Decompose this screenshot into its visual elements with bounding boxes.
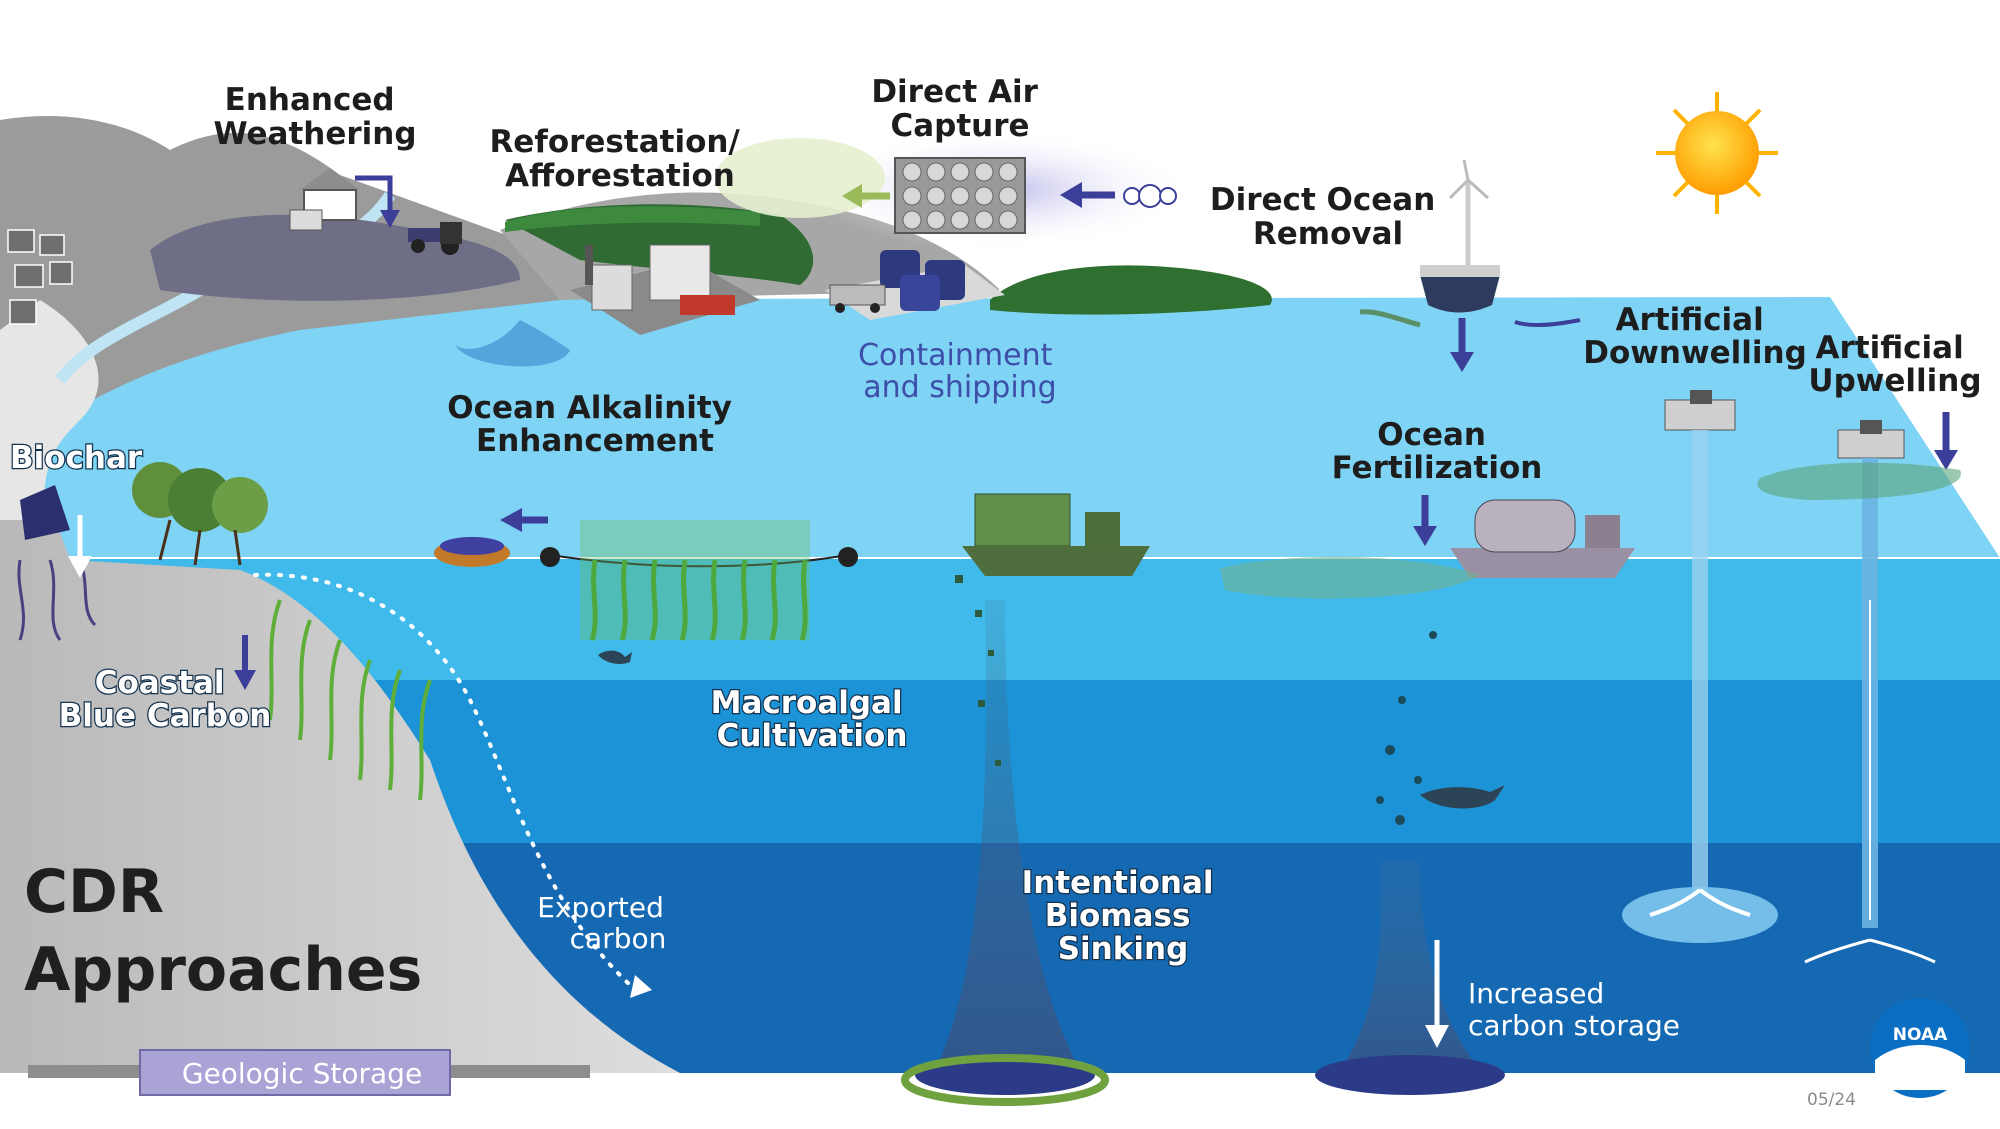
label-increased-storage: Increased carbon storage: [1468, 977, 1680, 1042]
biomass-seafloor-rim: [901, 1054, 1109, 1106]
label-artificial-downwelling: Artificial Downwelling: [1583, 302, 1807, 371]
seagrass-meadow: [268, 599, 432, 801]
label-ocean-alkalinity: Ocean Alkalinity Enhancement: [447, 390, 742, 459]
alkalinity-arrow-head: [500, 508, 522, 532]
label-artificial-upwelling: Artificial Upwelling: [1808, 330, 1981, 399]
label-enhanced-weathering: Enhanced Weathering: [213, 82, 416, 152]
biomass-sinking-plume: [935, 600, 1080, 1070]
dac-arrow-in-head: [1060, 182, 1082, 208]
biomass-seafloor-deposit: [915, 1055, 1095, 1095]
removal-intake-arrow: [1514, 318, 1581, 327]
label-biochar: Biochar: [10, 440, 143, 476]
dac-arrow-left-head: [842, 184, 862, 208]
dac-outflow: [715, 138, 885, 218]
geologic-storage-box: [139, 1049, 451, 1096]
noaa-logo: [1870, 998, 1970, 1098]
date-code: 05/24: [1807, 1090, 1856, 1110]
fertilization-patch: [1220, 556, 1480, 599]
removal-arrow-down-head: [1450, 352, 1474, 372]
label-reforestation: Reforestation/ Afforestation: [489, 124, 750, 194]
label-macroalgal: Macroalgal Cultivation: [711, 685, 914, 754]
coastal-arrow-head: [234, 670, 256, 690]
beach: [0, 300, 99, 520]
fertilization-seafloor-deposit: [1315, 1055, 1505, 1095]
storage-arrow-head: [1425, 1025, 1449, 1048]
weathering-arrow: [355, 175, 393, 215]
fertilization-arrow-head: [1413, 526, 1437, 546]
exported-carbon-arrowhead: [630, 975, 652, 998]
exported-carbon-path: [253, 572, 632, 987]
biomass-ship: [962, 493, 1150, 576]
fertilization-plume: [1340, 860, 1480, 1070]
macroalgae-farm: [540, 520, 858, 641]
removal-outflow-arrow: [1359, 309, 1421, 328]
sinking-particles: [955, 575, 1001, 766]
noaa-logo-text: NOAA: [1893, 1025, 1948, 1045]
seal-icon: [1420, 785, 1505, 809]
label-containment: Containment and shipping: [858, 338, 1062, 405]
containment-tanks: [825, 250, 1005, 320]
upwelling-device: [1804, 420, 1936, 964]
sun-icon: [1656, 92, 1778, 214]
label-ocean-fertilization: Ocean Fertilization: [1332, 417, 1543, 486]
alkalinity-boat-cargo: [440, 537, 504, 555]
upwelling-arrow-head: [1934, 450, 1958, 470]
co2-molecule-icon: [1123, 184, 1177, 208]
mangrove-trees: [132, 462, 268, 566]
label-coastal-blue-carbon: Coastal Blue Carbon: [59, 665, 272, 734]
downwelling-device: [1622, 390, 1778, 943]
label-biomass-sinking: Intentional Biomass Sinking: [1022, 865, 1225, 967]
tractor-icon: [408, 222, 462, 255]
fertilization-particles: [1376, 631, 1437, 825]
dac-fan-array: [894, 157, 1026, 234]
coastal-forest: [990, 265, 1272, 315]
weathering-arrow-head: [380, 210, 400, 228]
label-direct-air-capture: Direct Air Capture: [871, 74, 1048, 144]
shore-land: [0, 440, 680, 1073]
label-direct-ocean-removal: Direct Ocean Removal: [1210, 182, 1446, 252]
fish-icon: [598, 650, 632, 664]
biochar-pile: [17, 485, 97, 641]
geologic-storage-label: Geologic Storage: [182, 1057, 422, 1090]
forest-canopy: [505, 206, 760, 232]
town-houses: [7, 229, 73, 325]
ocean-removal-platform: [1420, 159, 1500, 313]
cdr-title: CDR Approaches: [24, 857, 422, 1005]
label-exported-carbon: Exported carbon: [537, 891, 673, 955]
plankton-patch: [1757, 462, 1961, 500]
biochar-arrow-head: [68, 556, 92, 578]
alkalinity-plant: [455, 244, 760, 367]
farm-building: [289, 168, 360, 231]
fertilization-ship: [1450, 499, 1635, 578]
